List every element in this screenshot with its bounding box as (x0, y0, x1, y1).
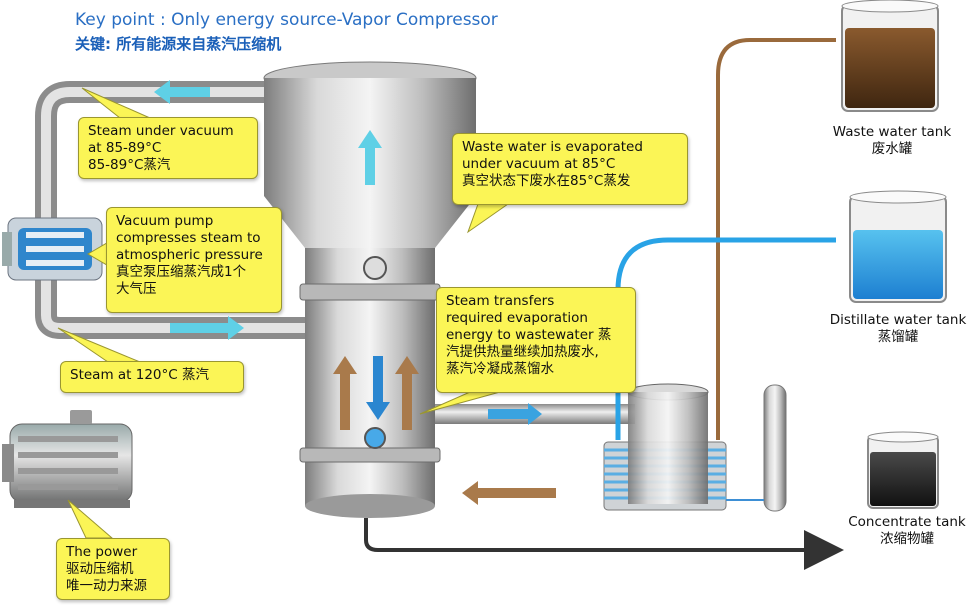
motor (2, 410, 133, 508)
label-waste-water-tank: Waste water tank 废水罐 (832, 124, 952, 157)
distillate-pipe (615, 237, 836, 440)
steam-arrow-exchanger (488, 403, 542, 425)
distillate-water-tank (849, 190, 947, 303)
pointer-wastewater (467, 203, 510, 234)
heat-exchanger (603, 383, 787, 512)
callout-steam-vacuum: Steam under vacuum at 85-89°C 85-89°C蒸汽 (78, 117, 258, 179)
title-chinese: 关键: 所有能源来自蒸汽压缩机 (75, 35, 282, 53)
title-english: Key point : Only energy source-Vapor Com… (75, 10, 498, 30)
concentrate-tank (867, 431, 939, 509)
steam-arrow-top (154, 80, 210, 104)
callout-steam-transfers: Steam transfers required evaporation ene… (436, 287, 636, 393)
vacuum-pump (2, 217, 103, 281)
steam-pipe-loop (35, 81, 385, 339)
callout-power: The power 驱动压缩机 唯一动力来源 (56, 538, 170, 600)
callout-steam-120: Steam at 120°C 蒸汽 (60, 361, 244, 393)
waste-water-tank (841, 0, 939, 112)
evaporator-vessel (263, 61, 477, 518)
steam-arrow-right (170, 316, 244, 340)
callout-wastewater-evaporated: Waste water is evaporated under vacuum a… (452, 133, 688, 205)
condensate-arrow-down (366, 356, 390, 420)
label-concentrate-tank: Concentrate tank 浓缩物罐 (848, 514, 966, 547)
waste-water-pipe (716, 38, 836, 440)
label-distillate-water-tank: Distillate water tank 蒸馏罐 (829, 312, 967, 345)
hot-arrow-right-up (395, 356, 419, 430)
steam-arrow-up (358, 130, 382, 185)
return-arrow-left (462, 481, 556, 505)
callout-vacuum-pump: Vacuum pump compresses steam to atmosphe… (106, 207, 282, 313)
concentrate-pipe (364, 518, 844, 570)
flow-arrows (154, 80, 556, 505)
hot-arrow-left-up (333, 356, 357, 430)
callout-pointers (57, 87, 510, 539)
